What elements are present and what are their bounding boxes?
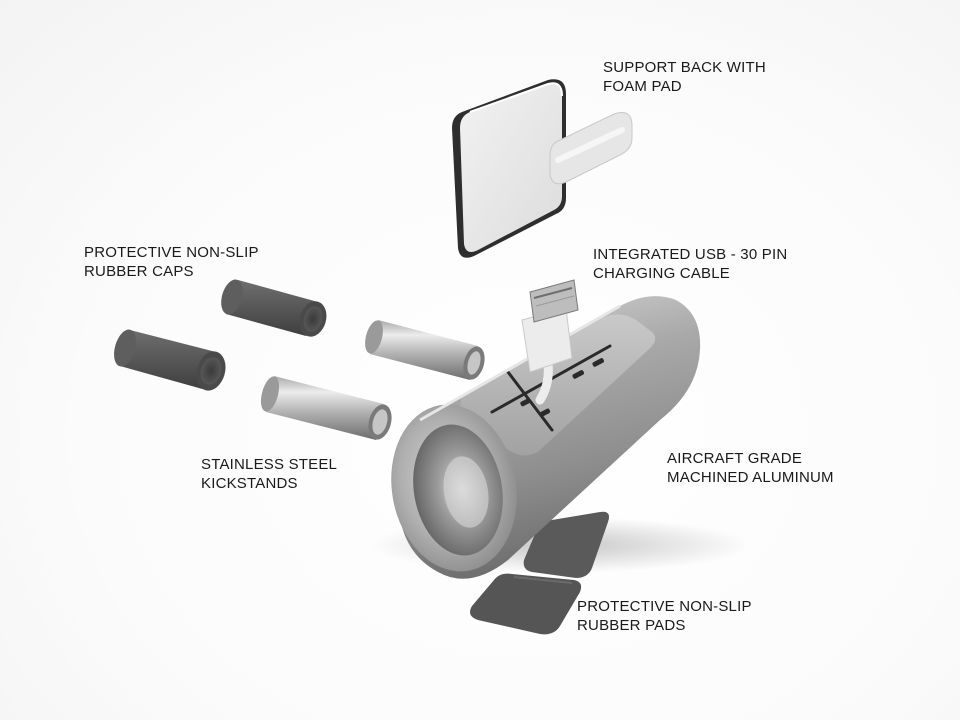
label-aluminum-body: AIRCRAFT GRADE MACHINED ALUMINUM — [667, 449, 834, 487]
aluminum-body-part — [391, 296, 701, 579]
label-usb-cable-line1: INTEGRATED USB - 30 PIN — [593, 246, 788, 263]
steel-kickstand-lower — [260, 376, 392, 440]
support-back-part — [452, 79, 633, 258]
rubber-cap-upper — [221, 279, 327, 337]
label-rubber-caps-line2: RUBBER CAPS — [84, 263, 194, 280]
label-support-back: SUPPORT BACK WITH FOAM PAD — [603, 58, 766, 96]
label-kickstands: STAINLESS STEEL KICKSTANDS — [201, 455, 337, 493]
label-rubber-pads: PROTECTIVE NON-SLIP RUBBER PADS — [577, 597, 752, 635]
label-usb-cable: INTEGRATED USB - 30 PIN CHARGING CABLE — [593, 245, 787, 283]
label-aluminum-body-line1: AIRCRAFT GRADE — [667, 450, 803, 467]
label-kickstands-line2: KICKSTANDS — [201, 475, 298, 492]
label-aluminum-body-line2: MACHINED ALUMINUM — [667, 469, 834, 486]
label-rubber-caps: PROTECTIVE NON-SLIP RUBBER CAPS — [84, 243, 259, 281]
label-usb-cable-line2: CHARGING CABLE — [593, 265, 730, 282]
label-support-back-line1: SUPPORT BACK WITH — [603, 59, 766, 76]
usb-cable-part — [521, 279, 579, 405]
label-rubber-pads-line2: RUBBER PADS — [577, 617, 686, 634]
rubber-cap-lower — [114, 329, 226, 391]
rubber-pads-part — [470, 511, 609, 635]
label-kickstands-line1: STAINLESS STEEL — [201, 456, 338, 473]
label-rubber-caps-line1: PROTECTIVE NON-SLIP — [84, 244, 259, 261]
label-rubber-pads-line1: PROTECTIVE NON-SLIP — [577, 598, 752, 615]
steel-kickstand-upper — [365, 320, 485, 380]
label-support-back-line2: FOAM PAD — [603, 78, 682, 95]
